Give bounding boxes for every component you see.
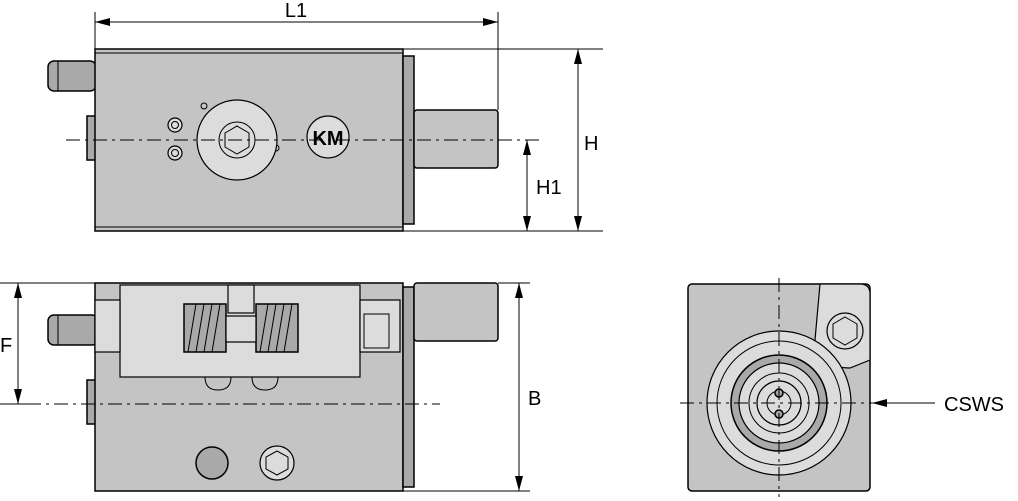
plan-right-shaft [413, 282, 499, 342]
end-hex-screw [826, 312, 864, 350]
top-view: KM L1 H H1 [47, 0, 603, 232]
km-logo [306, 115, 350, 159]
f-label: F [0, 335, 12, 357]
top-hole-upper [167, 117, 183, 133]
bottom-left-view: F B [0, 282, 541, 492]
km-logo-text: KM [312, 128, 343, 150]
top-hex-socket [224, 125, 250, 155]
csws-label: CSWS [944, 394, 1004, 416]
b-label: B [528, 388, 541, 410]
top-right-shaft [413, 109, 499, 169]
top-right-flange [402, 55, 415, 225]
plan-hex-screw [259, 445, 295, 481]
top-hole-lower [167, 145, 183, 161]
end-view: CSWS [680, 278, 1004, 497]
plan-left-shank [47, 314, 99, 346]
top-left-shank [47, 60, 97, 92]
plan-ball [195, 446, 229, 480]
l1-label: L1 [285, 0, 307, 22]
h1-label: H1 [536, 177, 562, 199]
h-label: H [584, 133, 598, 155]
